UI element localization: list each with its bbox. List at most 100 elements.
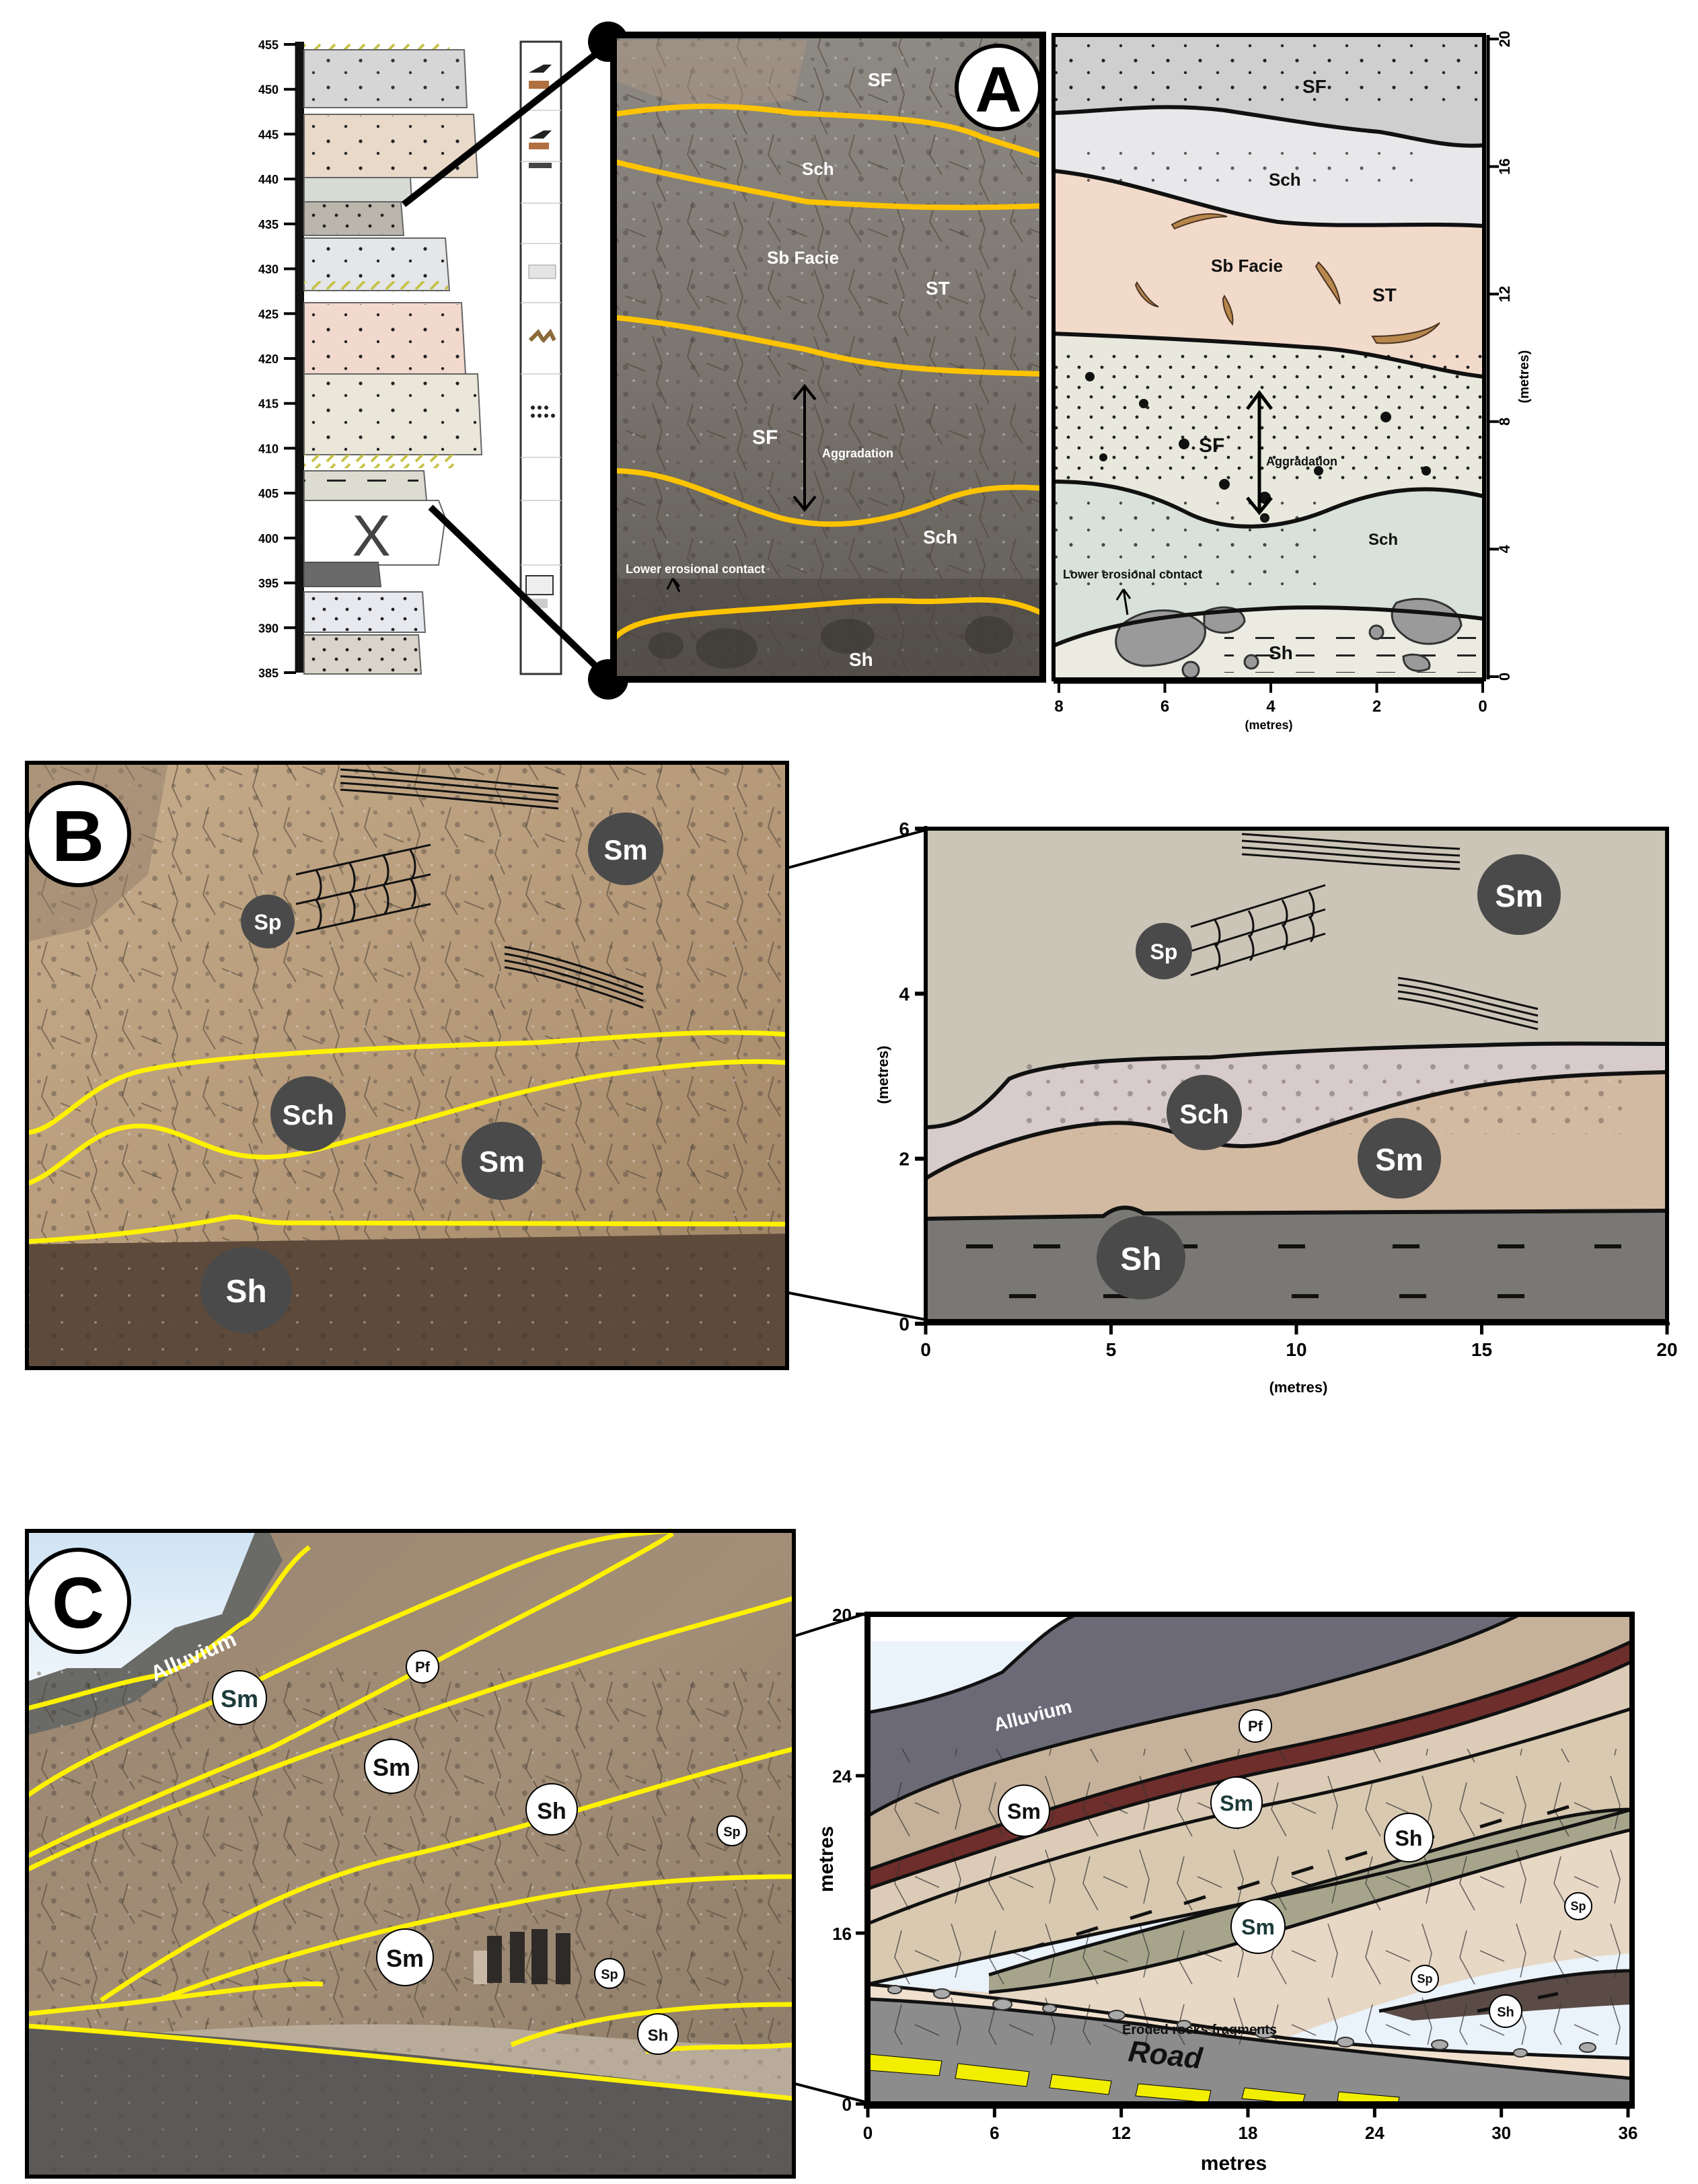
panel-a-letter: A — [975, 54, 1021, 126]
sketch-c-label-eroded: Eroded rocks fragments — [1122, 2023, 1277, 2037]
sketch-a-x-tick-label: 6 — [1160, 698, 1169, 716]
sketch-c-x-tick-label: 18 — [1239, 2123, 1258, 2143]
sketch-a-x-tick-label: 0 — [1478, 698, 1487, 716]
sketch-a-label-aggradation: Aggradation — [1266, 455, 1337, 468]
log-tick-label: 420 — [258, 352, 279, 366]
sketch-b-y-tick-label: 4 — [899, 983, 910, 1004]
log-depth-ticks: 4554504454404354304254204154104054003953… — [258, 38, 296, 680]
sketch-a-label-erosional: Lower erosional contact — [1063, 568, 1202, 581]
sketch-a-label-sch-upper: Sch — [1269, 170, 1301, 190]
photo-c-label-sh-mid: Sh — [537, 1799, 566, 1824]
panel-c: Alluvium Sm Pf Sm Sh Sp Sm Sp Sh C — [25, 1528, 1637, 2179]
photo-a-label-sb: Sb Facie — [767, 248, 839, 268]
sketch-c-x-tick-label: 24 — [1365, 2123, 1385, 2143]
log-tick-label: 390 — [258, 622, 279, 635]
sketch-b-x-tick-label: 10 — [1286, 1339, 1306, 1360]
photo-c-label-sm-top: Sm — [221, 1685, 258, 1712]
sketch-c-y-axis-ticks: 20 24 16 0 — [832, 1605, 866, 2115]
sketch-c-x-tick-label: 12 — [1111, 2123, 1131, 2143]
log-tick-label: 400 — [258, 532, 279, 545]
sketch-b-x-tick-label: 0 — [920, 1339, 931, 1360]
sketch-c-label-sp-right: Sp — [1570, 1899, 1586, 1913]
sketch-b-y-tick-label: 2 — [899, 1149, 910, 1170]
photo-b-badge-sm-top: Sm — [603, 834, 647, 866]
panel-a: 4554504454404354304254204154104054003953… — [258, 22, 1532, 732]
log-tick-label: 440 — [258, 173, 279, 186]
sketch-a-label-st: ST — [1372, 285, 1397, 305]
log-tick-label: 425 — [258, 307, 279, 321]
panel-b: Sp Sm Sch Sm Sh B — [25, 761, 1678, 1396]
sketch-b-y-tick-label: 6 — [899, 819, 910, 839]
photo-a-label-sh: Sh — [849, 649, 873, 670]
log-tick-label: 395 — [258, 577, 279, 591]
sketch-a-y-tick-label: 16 — [1496, 158, 1513, 174]
sketch-c-y-tick-label: 0 — [842, 2095, 852, 2115]
sketch-b-badge-sp: Sp — [1150, 940, 1178, 964]
photo-b-badge-sch: Sch — [282, 1099, 334, 1131]
sketch-a-y-axis-unit: (metres) — [1517, 350, 1532, 404]
sketch-c-y-tick-label: 24 — [832, 1766, 852, 1786]
sketch-c-label-pf: Pf — [1248, 1718, 1263, 1735]
sketch-c-label-sh-mid: Sh — [1395, 1826, 1423, 1850]
photo-c-label-sp-right: Sp — [723, 1825, 741, 1840]
sketch-a-x-tick-label: 4 — [1266, 698, 1276, 716]
sketch-c-y-axis-unit: metres — [815, 1826, 838, 1892]
sketch-c-label-sm-top: Sm — [1007, 1799, 1041, 1823]
sketch-c: Alluvium Pf Sm Sm Sh Sm Sp Sp Sh Eroded … — [815, 1605, 1637, 2175]
log-tick-label: 455 — [258, 38, 279, 52]
sketch-a-label-sf-mid: SF — [1199, 435, 1224, 457]
sketch-b-badge-sch: Sch — [1179, 1100, 1228, 1129]
sketch-c-x-tick-label: 30 — [1491, 2123, 1511, 2143]
sketch-a-label-sf-top: SF — [1302, 76, 1327, 97]
sketch-c-y-tick-label: 16 — [832, 1924, 852, 1944]
photo-c-label-sh-low: Sh — [648, 2027, 669, 2045]
sketch-a-y-tick-label: 12 — [1496, 286, 1513, 302]
log-tick-label: 450 — [258, 83, 279, 97]
sketch-b-y-axis-unit: (metres) — [875, 1046, 891, 1104]
sketch-c-x-tick-label: 6 — [990, 2123, 999, 2143]
sketch-c-label-sp-low: Sp — [1417, 1972, 1432, 1986]
sketch-a-y-tick-label: 4 — [1496, 545, 1513, 554]
outcrop-photo-b: Sp Sm Sch Sm Sh B — [25, 761, 789, 1370]
photo-a-label-sf-top: SF — [868, 69, 892, 90]
photo-a-label-sch-lower: Sch — [923, 527, 957, 548]
sketch-c-x-axis-unit: metres — [1201, 2152, 1267, 2175]
sketch-b-badge-sm-top: Sm — [1495, 878, 1543, 913]
sketch-b-x-axis-unit: (metres) — [1269, 1379, 1328, 1396]
sketch-b-x-tick-label: 5 — [1106, 1339, 1117, 1360]
photo-b-badges: Sp Sm Sch Sm Sh — [200, 813, 663, 1333]
sketch-a: SF Sch Sb Facie ST SF Aggradation Sch Lo… — [1051, 31, 1532, 732]
sketch-a-x-axis-unit: (metres) — [1245, 718, 1292, 732]
sketch-b-badges: Sm Sp Sch Sm Sh — [1097, 854, 1561, 1300]
photo-c-label-sm-mid: Sm — [373, 1754, 410, 1781]
sketch-a-y-tick-label: 8 — [1496, 418, 1513, 426]
sketch-c-label-sm-low: Sm — [1241, 1915, 1275, 1939]
log-tick-label: 415 — [258, 398, 279, 411]
outcrop-photo-c: Alluvium Sm Pf Sm Sh Sp Sm Sp Sh C — [25, 1528, 796, 2179]
photo-a-label-sf-mid: SF — [752, 426, 778, 449]
sketch-a-label-sch-lower: Sch — [1368, 531, 1398, 549]
photo-b-badge-sh: Sh — [225, 1274, 266, 1310]
photo-to-sketch-c-connectors — [795, 1612, 869, 2104]
structures-column — [519, 40, 562, 675]
log-beds: X — [303, 43, 483, 675]
sketch-b-x-tick-label: 15 — [1471, 1339, 1492, 1360]
photo-to-sketch-b-connectors — [788, 829, 926, 1321]
panel-c-letter: C — [52, 1562, 104, 1643]
sketch-a-y-tick-label: 0 — [1496, 673, 1513, 681]
panel-b-letter: B — [52, 795, 104, 876]
photo-b-badge-sm: Sm — [479, 1145, 525, 1178]
sketch-b-badge-sh: Sh — [1120, 1242, 1161, 1277]
sketch-b-x-tick-label: 20 — [1656, 1339, 1677, 1360]
sketch-b-badge-sm: Sm — [1375, 1142, 1424, 1177]
photo-a-label-erosional: Lower erosional contact — [626, 562, 765, 576]
sketch-c-y-tick-label: 20 — [832, 1605, 852, 1625]
sketch-a-x-tick-label: 8 — [1054, 698, 1063, 716]
sketch-a-label-sh: Sh — [1269, 642, 1293, 663]
log-gap-mark: X — [352, 504, 390, 568]
